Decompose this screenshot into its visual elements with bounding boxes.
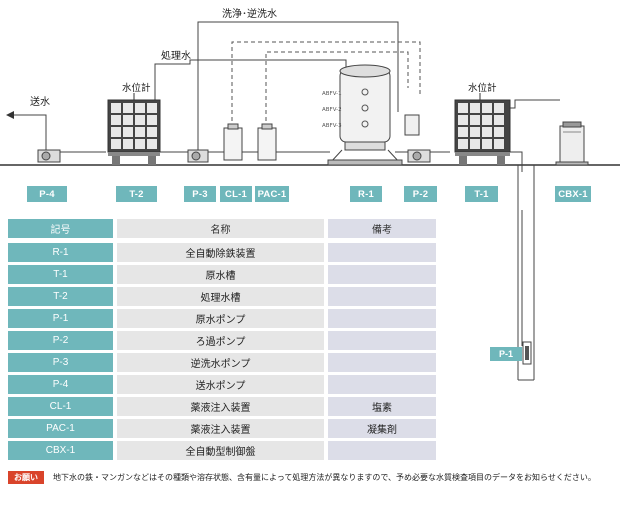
- filter-pump: [407, 149, 431, 163]
- table-row: R-1 全自動除鉄装置: [8, 243, 436, 262]
- send-water-label: 送水: [30, 95, 50, 108]
- tag-p4: P-4: [27, 186, 67, 202]
- row-code: CL-1: [8, 397, 113, 416]
- tag-t1: T-1: [465, 186, 498, 202]
- tag-p3: P-3: [184, 186, 216, 202]
- level-gauge-label-right: 水位計: [468, 82, 497, 94]
- treated-water-line: [154, 59, 347, 103]
- row-name: 送水ポンプ: [117, 375, 324, 394]
- backwash-line: [197, 21, 399, 150]
- backwash-pump: [187, 149, 209, 163]
- process-flow-diagram: 洗浄･逆洗水 処理水 送水 水位計 水位計: [0, 7, 620, 210]
- tag-r1: R-1: [350, 186, 382, 202]
- row-note: [328, 287, 436, 306]
- tag-p1: P-1: [490, 347, 522, 361]
- table-row: PAC-1 薬液注入装置 凝集剤: [8, 419, 436, 438]
- header-name: 名称: [117, 219, 324, 238]
- header-code: 記号: [8, 219, 113, 238]
- row-code: T-2: [8, 287, 113, 306]
- row-note: [328, 375, 436, 394]
- table-row: CL-1 薬液注入装置 塩素: [8, 397, 436, 416]
- tag-t2: T-2: [116, 186, 157, 202]
- row-code: P-2: [8, 331, 113, 350]
- row-note: 凝集剤: [328, 419, 436, 438]
- row-note: [328, 243, 436, 262]
- level-gauge-label-left: 水位計: [122, 82, 151, 94]
- flow-meter: [404, 114, 420, 136]
- table-row: P-3 逆洗水ポンプ: [8, 353, 436, 372]
- notice-badge: お願い: [8, 471, 44, 484]
- tag-cbx1: CBX-1: [555, 186, 591, 202]
- row-name: 薬液注入装置: [117, 397, 324, 416]
- pac-injector: [257, 123, 277, 161]
- send-water-arrow: [6, 111, 14, 119]
- tag-pac1: PAC-1: [255, 186, 289, 202]
- send-water-pump: [37, 149, 61, 163]
- tag-cl1: CL-1: [220, 186, 252, 202]
- treated-water-label: 処理水: [161, 49, 191, 62]
- row-note: [328, 441, 436, 460]
- row-code: CBX-1: [8, 441, 113, 460]
- row-note: [328, 309, 436, 328]
- table-row: CBX-1 全自動型制御盤: [8, 441, 436, 460]
- row-code: P-4: [8, 375, 113, 394]
- row-name: 全自動除鉄装置: [117, 243, 324, 262]
- iron-removal-unit: ABFV-1 ABFV-2 ABFV-3: [322, 64, 403, 166]
- tag-p2: P-2: [404, 186, 437, 202]
- abfv2-label: ABFV-2: [322, 107, 342, 113]
- row-code: R-1: [8, 243, 113, 262]
- header-note: 備考: [328, 219, 436, 238]
- treated-water-tank: [107, 99, 161, 165]
- row-note: [328, 265, 436, 284]
- row-note: [328, 331, 436, 350]
- row-name: 原水槽: [117, 265, 324, 284]
- submersible-pump: [522, 341, 532, 365]
- chemical-dashed-lines: [231, 41, 421, 128]
- well-casing: [517, 165, 535, 210]
- row-name: 薬液注入装置: [117, 419, 324, 438]
- abfv3-label: ABFV-3: [322, 123, 342, 129]
- notice-text: 地下水の鉄・マンガンなどはその種類や溶存状態、含有量によって処理方法が異なります…: [53, 473, 596, 482]
- row-name: ろ過ポンプ: [117, 331, 324, 350]
- row-name: 全自動型制御盤: [117, 441, 324, 460]
- row-name: 処理水槽: [117, 287, 324, 306]
- table-row: P-1 原水ポンプ: [8, 309, 436, 328]
- row-code: P-3: [8, 353, 113, 372]
- table-row: T-1 原水槽: [8, 265, 436, 284]
- raw-water-tank: [454, 99, 511, 165]
- chlorine-injector: [223, 123, 243, 161]
- table-row: P-4 送水ポンプ: [8, 375, 436, 394]
- backwash-label: 洗浄･逆洗水: [222, 7, 277, 20]
- row-note: [328, 353, 436, 372]
- row-code: P-1: [8, 309, 113, 328]
- table-header: 記号 名称 備考: [8, 219, 436, 238]
- row-name: 原水ポンプ: [117, 309, 324, 328]
- row-note: 塩素: [328, 397, 436, 416]
- row-code: PAC-1: [8, 419, 113, 438]
- table-row: P-2 ろ過ポンプ: [8, 331, 436, 350]
- control-panel: [555, 121, 589, 166]
- row-code: T-1: [8, 265, 113, 284]
- row-name: 逆洗水ポンプ: [117, 353, 324, 372]
- table-row: T-2 処理水槽: [8, 287, 436, 306]
- abfv1-label: ABFV-1: [322, 91, 342, 97]
